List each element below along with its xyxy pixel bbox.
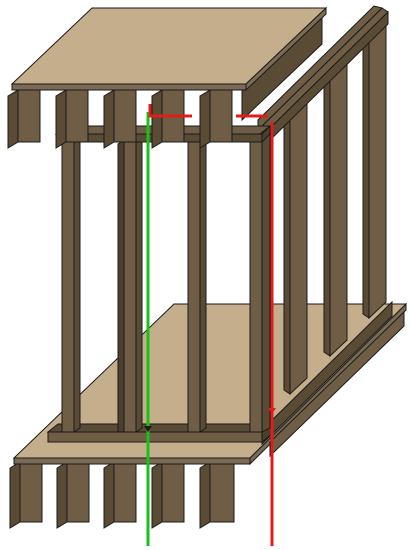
side-stud-2 bbox=[329, 52, 348, 358]
front-wall bbox=[46, 124, 274, 444]
side-wall bbox=[257, 5, 393, 446]
side-stud-1 bbox=[289, 90, 308, 396]
green-marker bbox=[144, 426, 152, 432]
bottom-joists bbox=[9, 461, 235, 529]
bottom-joist-5 bbox=[199, 461, 235, 529]
top-joist-2 bbox=[55, 89, 89, 149]
top-subfloor-front-edge bbox=[11, 83, 247, 91]
top-subfloor-side-edge bbox=[245, 6, 327, 92]
top-joist-5 bbox=[199, 89, 233, 149]
top-joist-1 bbox=[7, 89, 41, 149]
bottom-joist-1 bbox=[9, 461, 43, 529]
top-joists bbox=[7, 12, 323, 149]
top-subfloor bbox=[10, 6, 328, 92]
subfloor-front-edge bbox=[13, 457, 251, 465]
bottom-joist-4 bbox=[151, 461, 185, 529]
front-stud-2 bbox=[117, 135, 143, 433]
side-stud-3 bbox=[368, 14, 387, 320]
bottom-joist-2 bbox=[56, 461, 90, 529]
top-joist-3 bbox=[103, 89, 137, 149]
guide-lines bbox=[144, 104, 276, 546]
red-marker bbox=[268, 408, 276, 414]
front-stud-4 bbox=[249, 133, 271, 433]
front-stud-1 bbox=[61, 135, 81, 433]
bottom-joist-3 bbox=[103, 461, 137, 529]
red-guide-line bbox=[148, 104, 192, 118]
floor-rim-joist bbox=[269, 310, 405, 458]
front-stud-3 bbox=[187, 135, 207, 433]
top-joist-4 bbox=[151, 89, 185, 149]
front-bottom-plate bbox=[46, 422, 274, 444]
